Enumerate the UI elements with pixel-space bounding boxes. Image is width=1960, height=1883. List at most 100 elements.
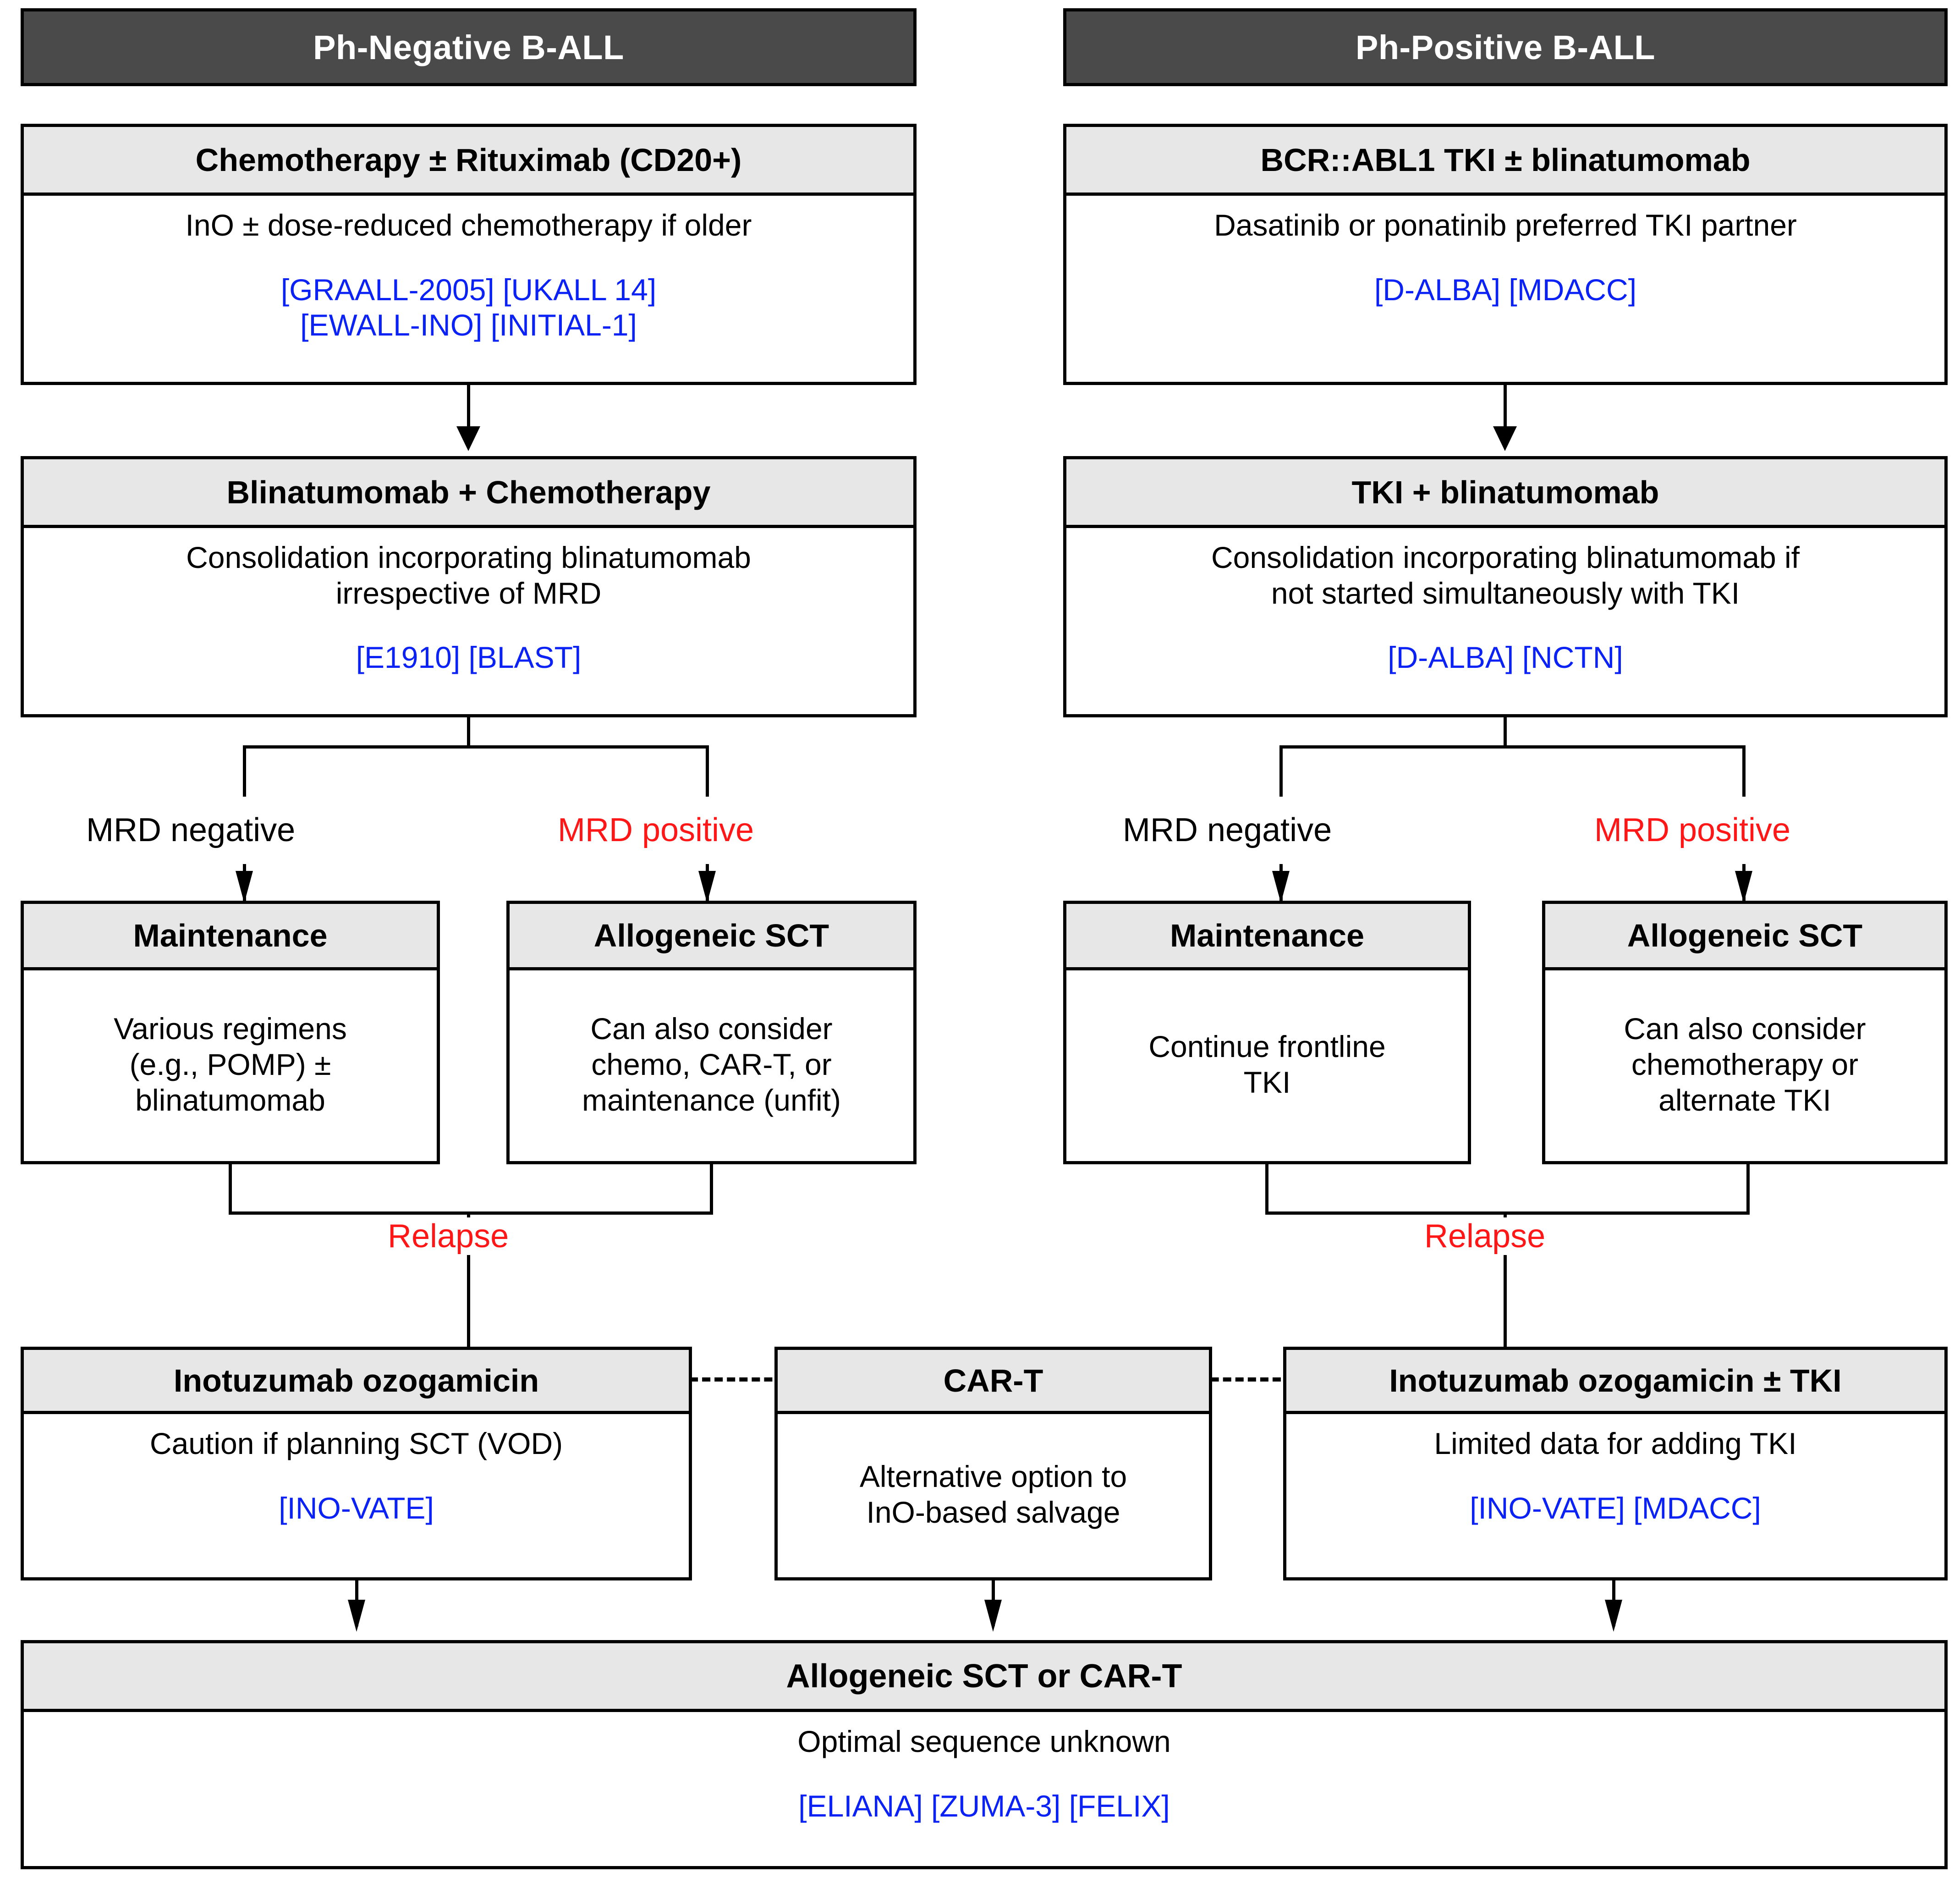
node-trial-line: [D-ALBA] [NCTN] [1388, 640, 1623, 675]
connector-left-relapse-stem [467, 1211, 470, 1379]
node-header: Blinatumomab + Chemotherapy [24, 459, 913, 528]
connector-left-mrd-negative-drop [243, 745, 246, 797]
node-header: Maintenance [24, 904, 437, 970]
arrowhead-left-maintenance [236, 871, 253, 903]
arrowhead-right-allo-sct [1735, 871, 1752, 903]
node-line: InO ± dose-reduced chemotherapy if older [185, 208, 752, 242]
edge-label-mrd-negative-left: MRD negative [86, 812, 296, 848]
node-salvage-ino[interactable]: Inotuzumab ozogamicin Caution if plannin… [21, 1347, 692, 1580]
node-right-allo-sct[interactable]: Allogeneic SCT Can also consider chemoth… [1542, 901, 1948, 1164]
column-banner-title: Ph-Negative B-ALL [313, 28, 624, 66]
connector-left-consolidation-stem [467, 717, 470, 749]
connector-left-mrd-split-bar [243, 745, 709, 749]
node-line: TKI [1243, 1065, 1291, 1099]
arrowhead-final-from-cart [984, 1600, 1002, 1632]
arrowhead-left-allo-sct [698, 871, 716, 903]
connector-right-relapse-stem [1504, 1211, 1507, 1379]
connector-left-induction-to-consolidation [467, 385, 470, 431]
connector-left-allosct-down [710, 1164, 713, 1215]
node-right-induction[interactable]: BCR::ABL1 TKI ± blinatumomab Dasatinib o… [1063, 124, 1948, 385]
node-salvage-cart[interactable]: CAR-T Alternative option to InO-based sa… [774, 1347, 1212, 1580]
node-trial-line: [INO-VATE] [279, 1491, 434, 1525]
node-body: Caution if planning SCT (VOD) [INO-VATE] [24, 1414, 689, 1577]
node-line: InO-based salvage [866, 1495, 1120, 1529]
node-trial-line: [D-ALBA] [MDACC] [1374, 272, 1637, 307]
connector-left-mrd-positive-drop [706, 745, 709, 797]
node-trial-line: [ELIANA] [ZUMA-3] [FELIX] [798, 1789, 1170, 1823]
connector-right-relapse-merge-bar [1265, 1211, 1750, 1215]
node-header: Allogeneic SCT [1545, 904, 1944, 970]
node-line: Can also consider [1624, 1012, 1866, 1046]
node-line: Consolidation incorporating blinatumomab [186, 540, 751, 574]
node-line: (e.g., POMP) ± [129, 1047, 331, 1082]
node-body: Optimal sequence unknown [ELIANA] [ZUMA-… [24, 1712, 1944, 1866]
node-body: Limited data for adding TKI [INO-VATE] [… [1286, 1414, 1944, 1577]
column-banner-title: Ph-Positive B-ALL [1356, 28, 1655, 66]
node-body: Can also consider chemo, CAR-T, or maint… [510, 970, 913, 1161]
node-line: Consolidation incorporating blinatumomab… [1211, 540, 1800, 574]
node-header: Inotuzumab ozogamicin ± TKI [1286, 1350, 1944, 1414]
arrowhead-right-consolidation [1493, 426, 1517, 451]
node-line: Limited data for adding TKI [1434, 1426, 1797, 1460]
node-line: Various regimens [114, 1012, 347, 1046]
edge-label-mrd-negative-right: MRD negative [1123, 812, 1332, 848]
arrowhead-left-consolidation [456, 426, 480, 451]
arrowhead-final-from-ino [348, 1600, 365, 1632]
node-line: Alternative option to [859, 1459, 1127, 1494]
node-body: Consolidation incorporating blinatumomab… [1066, 528, 1944, 714]
node-trial-line: [INO-VATE] [MDACC] [1470, 1491, 1761, 1525]
node-header: Maintenance [1066, 904, 1468, 970]
edge-label-relapse-right: Relapse [1421, 1217, 1549, 1255]
column-banner-ph-positive: Ph-Positive B-ALL [1063, 8, 1948, 86]
node-right-maintenance[interactable]: Maintenance Continue frontline TKI [1063, 901, 1471, 1164]
node-body: Consolidation incorporating blinatumomab… [24, 528, 913, 714]
node-body: Continue frontline TKI [1066, 970, 1468, 1161]
node-salvage-ino-tki[interactable]: Inotuzumab ozogamicin ± TKI Limited data… [1283, 1347, 1948, 1580]
node-header: Allogeneic SCT [510, 904, 913, 970]
node-line: blinatumomab [135, 1083, 325, 1117]
node-line: Caution if planning SCT (VOD) [149, 1426, 563, 1460]
node-header: Allogeneic SCT or CAR-T [24, 1643, 1944, 1712]
edge-label-mrd-positive-left: MRD positive [558, 812, 754, 848]
node-left-maintenance[interactable]: Maintenance Various regimens (e.g., POMP… [21, 901, 440, 1164]
node-line: maintenance (unfit) [582, 1083, 841, 1117]
node-left-induction[interactable]: Chemotherapy ± Rituximab (CD20+) InO ± d… [21, 124, 917, 385]
node-trial-line: [EWALL-INO] [INITIAL-1] [300, 308, 637, 342]
connector-right-mrd-negative-drop [1279, 745, 1283, 797]
node-line: Optimal sequence unknown [797, 1724, 1171, 1758]
connector-right-mrd-positive-drop [1742, 745, 1746, 797]
connector-right-induction-to-consolidation [1504, 385, 1507, 431]
edge-label-mrd-positive-right: MRD positive [1594, 812, 1791, 848]
connector-right-maintenance-down [1265, 1164, 1268, 1215]
node-trial-line: [E1910] [BLAST] [356, 640, 582, 675]
node-header: Inotuzumab ozogamicin [24, 1350, 689, 1414]
node-body: Various regimens (e.g., POMP) ± blinatum… [24, 970, 437, 1161]
node-trial-line: [GRAALL-2005] [UKALL 14] [280, 272, 657, 307]
node-line: chemo, CAR-T, or [591, 1047, 832, 1082]
node-line: Continue frontline [1148, 1030, 1386, 1064]
node-line: Dasatinib or ponatinib preferred TKI par… [1214, 208, 1797, 242]
node-header: BCR::ABL1 TKI ± blinatumomab [1066, 127, 1944, 196]
node-line: irrespective of MRD [335, 576, 602, 610]
connector-left-relapse-merge-bar [229, 1211, 713, 1215]
node-left-consolidation[interactable]: Blinatumomab + Chemotherapy Consolidatio… [21, 456, 917, 717]
node-header: TKI + blinatumomab [1066, 459, 1944, 528]
node-header: Chemotherapy ± Rituximab (CD20+) [24, 127, 913, 196]
edge-label-relapse-left: Relapse [384, 1217, 513, 1255]
node-line: chemotherapy or [1631, 1047, 1859, 1082]
node-body: InO ± dose-reduced chemotherapy if older… [24, 196, 913, 382]
node-line: Can also consider [590, 1012, 833, 1046]
connector-right-mrd-split-bar [1279, 745, 1746, 749]
node-body: Dasatinib or ponatinib preferred TKI par… [1066, 196, 1944, 382]
node-body: Can also consider chemotherapy or altern… [1545, 970, 1944, 1161]
connector-right-allosct-down [1746, 1164, 1750, 1215]
connector-left-maintenance-down [229, 1164, 232, 1215]
node-line: alternate TKI [1658, 1083, 1831, 1117]
arrowhead-final-from-ino-tki [1605, 1600, 1622, 1632]
node-left-allo-sct[interactable]: Allogeneic SCT Can also consider chemo, … [506, 901, 917, 1164]
node-final-sct-cart[interactable]: Allogeneic SCT or CAR-T Optimal sequence… [21, 1640, 1948, 1869]
connector-right-consolidation-stem [1504, 717, 1507, 749]
node-right-consolidation[interactable]: TKI + blinatumomab Consolidation incorpo… [1063, 456, 1948, 717]
node-header: CAR-T [778, 1350, 1209, 1414]
